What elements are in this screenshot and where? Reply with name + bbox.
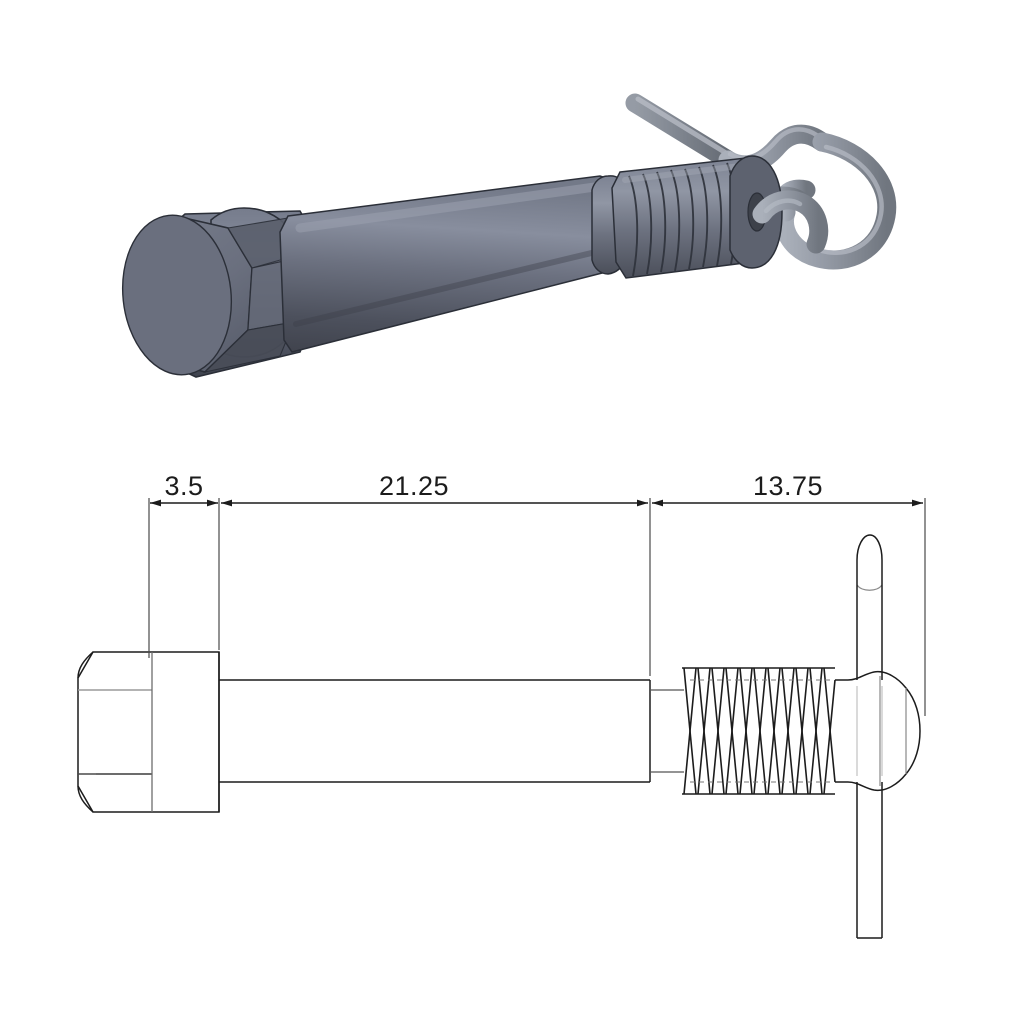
dimension-value-head-thickness: 3.5 — [164, 471, 203, 501]
dimension-value-shank-length: 21.25 — [379, 471, 449, 501]
pin-collar-2d — [835, 670, 921, 792]
threaded-section-3d — [611, 157, 767, 279]
threaded-section-2d — [682, 667, 836, 795]
dimension-value-thread-length: 13.75 — [753, 471, 823, 501]
neck-2d — [650, 689, 684, 773]
shank-3d — [279, 175, 623, 353]
r-clip-pin-2d — [856, 534, 883, 939]
hex-head-2d — [77, 651, 220, 813]
clip-loop-3d — [775, 132, 897, 270]
clip-long-leg-3d — [625, 93, 738, 170]
extension-lines — [148, 498, 926, 716]
clip-front-leg-3d — [752, 190, 829, 254]
shank-2d — [219, 679, 651, 783]
